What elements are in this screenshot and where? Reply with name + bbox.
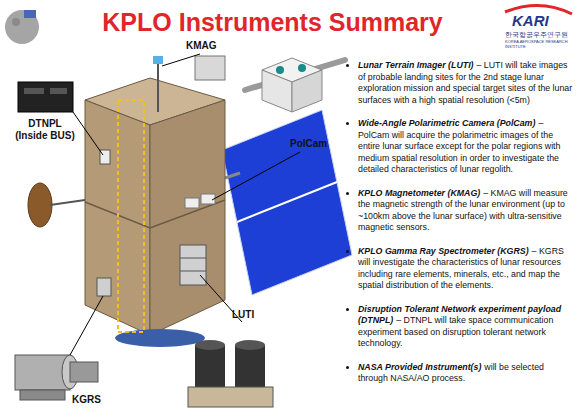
part-label: PolCam (290, 138, 340, 150)
leader-line (162, 54, 200, 66)
bullet-item: Disruption Tolerant Network experiment p… (358, 304, 573, 350)
part-label: LUTI (232, 309, 272, 321)
polcam-side (292, 70, 322, 112)
leader-line (212, 152, 300, 200)
part-label: KGRS (72, 394, 112, 406)
kgrs-detector (70, 362, 98, 382)
bullet-item: Lunar Terrain Imager (LUTI)– LUTI will t… (358, 60, 573, 106)
moon-icon (5, 10, 39, 44)
antenna-arm (50, 200, 85, 205)
panel-seam (237, 182, 337, 222)
instrument-name: Lunar Terrain Imager (LUTI) (358, 60, 474, 70)
luti-camera (195, 345, 225, 387)
instrument-name: KPLO Magnetometer (KMAG) (358, 188, 480, 198)
logo-text: 한국항공우주연구원 (505, 31, 577, 39)
kmag-mast (157, 62, 159, 112)
polcam-lens (298, 64, 306, 72)
luti-camera (195, 340, 225, 350)
instrument-name: KPLO Gamma Ray Spectrometer (KGRS) (358, 246, 529, 256)
dtnpl-detail (24, 88, 44, 94)
logo-text: KOREA AEROSPACE RESEARCH INSTITUTE (505, 40, 577, 49)
kmag-sensor (153, 56, 163, 64)
bullet-item: Wide-Angle Polarimetric Camera (PolCam)–… (358, 118, 573, 176)
part-label: KMAG (186, 40, 226, 52)
bullet-item: KPLO Magnetometer (KMAG)– KMAG will meas… (358, 188, 573, 234)
dtnpl-box (18, 82, 73, 112)
slide-title: KPLO Instruments Summary (0, 8, 545, 37)
instrument-name: Wide-Angle Polarimetric Camera (PolCam) (358, 118, 535, 128)
satellite-icon (24, 10, 36, 18)
antenna-dish (28, 183, 52, 227)
dtnpl-detail (50, 88, 67, 94)
polcam-lens (276, 66, 284, 74)
instrument-name: NASA Provided Instrument(s) (358, 362, 481, 372)
highlight-bracket (118, 100, 144, 332)
bullet-list: Lunar Terrain Imager (LUTI)– LUTI will t… (345, 60, 573, 397)
bus-face (150, 100, 225, 335)
leader-line (73, 112, 103, 155)
luti-unit (180, 245, 206, 285)
solar-panel (222, 110, 352, 295)
luti-base (188, 387, 273, 407)
luti-detail (180, 258, 206, 259)
kmag-sensor (195, 56, 225, 80)
polcam-unit (185, 198, 199, 208)
kgrs-unit (97, 278, 111, 296)
panel-hinge (225, 173, 240, 178)
luti-detail (180, 271, 206, 272)
kgrs-base (20, 390, 65, 400)
luti-camera (235, 340, 265, 350)
luti-camera (235, 345, 265, 387)
bullet-item: KPLO Gamma Ray Spectrometer (KGRS)– KGRS… (358, 246, 573, 292)
logo-text: KARI (512, 12, 572, 29)
part-label: DTNPL (Inside BUS) (14, 118, 76, 141)
bullet-item: NASA Provided Instrument(s)will be selec… (358, 362, 573, 385)
moon-crater (12, 18, 20, 26)
polcam-side (262, 70, 292, 112)
bus-face (85, 100, 150, 335)
leader-line (70, 296, 103, 355)
